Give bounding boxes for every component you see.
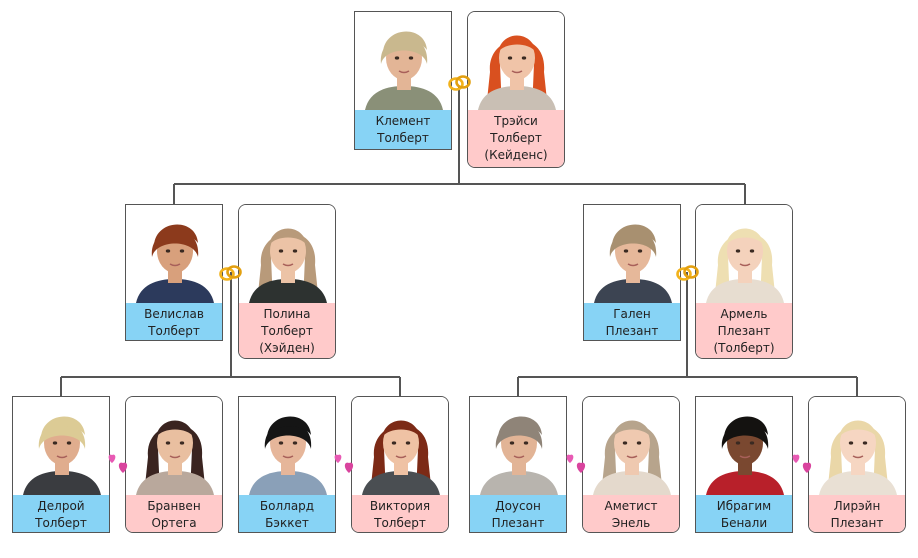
name-line: (Кейденс) <box>484 148 548 162</box>
name-line: Толберт <box>490 131 542 145</box>
portrait-image <box>584 205 680 303</box>
portrait-image <box>352 397 448 495</box>
portrait-image <box>470 397 566 495</box>
name-line: Гален <box>613 307 651 321</box>
name-line: Велислав <box>144 307 204 321</box>
portrait-image <box>583 397 679 495</box>
name-line: Ибрагим <box>716 499 772 513</box>
name-line: Бранвен <box>147 499 201 513</box>
portrait-image <box>696 205 792 303</box>
name-line: Делрой <box>37 499 85 513</box>
name-line: Толберт <box>35 516 87 530</box>
portrait-image <box>126 397 222 495</box>
name-line: Клемент <box>375 114 431 128</box>
name-line: (Толберт) <box>713 341 775 355</box>
name-line: (Хэйден) <box>259 341 315 355</box>
name-line: Боллард <box>259 499 315 513</box>
name-line: Лирэйн <box>833 499 881 513</box>
name-line: Толберт <box>261 324 313 338</box>
hearts-icon <box>105 451 131 473</box>
name-line: Армель <box>720 307 768 321</box>
hearts-icon <box>563 451 589 473</box>
name-line: Доусон <box>495 499 541 513</box>
name-line: Ортега <box>151 516 197 530</box>
name-line: Толберт <box>377 131 429 145</box>
name-line: Плезант <box>491 516 545 530</box>
portrait-image <box>13 397 109 495</box>
connector-tolbert-kids <box>60 272 401 396</box>
wedding-rings-icon <box>218 262 244 284</box>
name-line: Трэйси <box>494 114 538 128</box>
name-line: Толберт <box>374 516 426 530</box>
name-line: Аметист <box>604 499 658 513</box>
portrait-image <box>696 397 792 495</box>
portrait-image <box>468 12 564 110</box>
name-line: Бенали <box>720 516 768 530</box>
name-line: Плезант <box>717 324 771 338</box>
name-line: Толберт <box>148 324 200 338</box>
name-line: Полина <box>263 307 311 321</box>
portrait-image <box>126 205 222 303</box>
name-line: Плезант <box>830 516 884 530</box>
connector-pleasant-kids <box>517 272 858 396</box>
hearts-icon <box>331 451 357 473</box>
name-line: Энель <box>611 516 651 530</box>
connector-gen1 <box>173 86 746 204</box>
name-line: Плезант <box>605 324 659 338</box>
portrait-image <box>239 397 335 495</box>
hearts-icon <box>789 451 815 473</box>
portrait-image <box>355 12 451 110</box>
portrait-image <box>239 205 335 303</box>
name-line: Бэккет <box>265 516 309 530</box>
name-line: Виктория <box>369 499 431 513</box>
portrait-image <box>809 397 905 495</box>
wedding-rings-icon <box>447 72 473 94</box>
wedding-rings-icon <box>675 262 701 284</box>
